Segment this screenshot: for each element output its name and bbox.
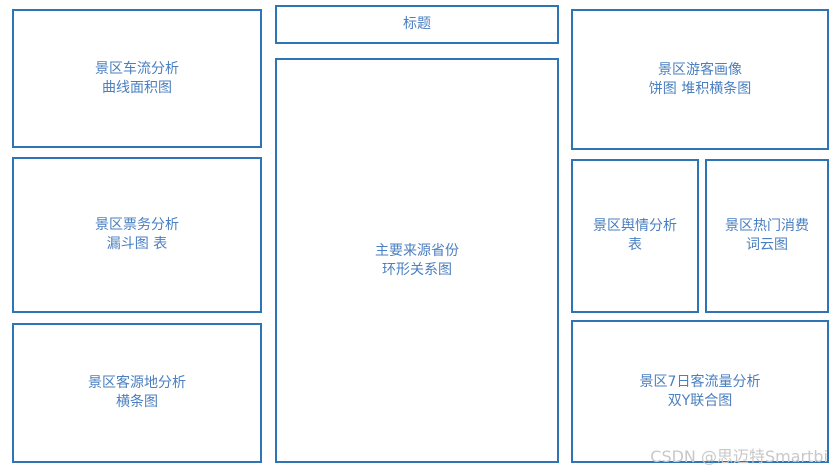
panel-title: 景区车流分析 [95, 60, 179, 77]
panel-title: 景区客源地分析 [88, 375, 186, 391]
panel-page-title: 标题 [275, 5, 559, 44]
panel-chart-type: 饼图 堆积横条图 [648, 80, 752, 97]
panel-title: 景区游客画像 [658, 61, 742, 78]
watermark-text: CSDN @思迈特Smartbi [650, 447, 828, 466]
panel-visitor-profile: 景区游客画像 饼图 堆积横条图 [571, 9, 829, 150]
panel-title: 主要来源省份 [375, 242, 459, 259]
panel-7day-visitor-flow: 景区7日客流量分析 双Y联合图 [571, 320, 829, 463]
panel-ticket-analysis: 景区票务分析 漏斗图 表 [12, 157, 262, 313]
panel-chart-type: 曲线面积图 [102, 79, 172, 96]
panel-title: 景区舆情分析 [593, 218, 677, 234]
panel-popular-consumption: 景区热门消费 词云图 [705, 159, 829, 313]
panel-main-source-provinces: 主要来源省份 环形关系图 [275, 58, 559, 463]
panel-chart-type: 双Y联合图 [667, 392, 733, 409]
panel-traffic-analysis: 景区车流分析 曲线面积图 [12, 9, 262, 148]
panel-chart-type: 环形关系图 [382, 261, 452, 278]
page-title: 标题 [403, 16, 431, 32]
panel-chart-type: 词云图 [746, 237, 788, 253]
panel-public-opinion-analysis: 景区舆情分析 表 [571, 159, 699, 313]
panel-title: 景区票务分析 [95, 217, 179, 233]
panel-chart-type: 横条图 [116, 394, 158, 410]
panel-visitor-origin-analysis: 景区客源地分析 横条图 [12, 323, 262, 463]
panel-chart-type: 漏斗图 表 [106, 236, 168, 252]
panel-title: 景区7日客流量分析 [639, 373, 761, 390]
panel-chart-type: 表 [628, 237, 642, 253]
panel-title: 景区热门消费 [725, 218, 809, 234]
